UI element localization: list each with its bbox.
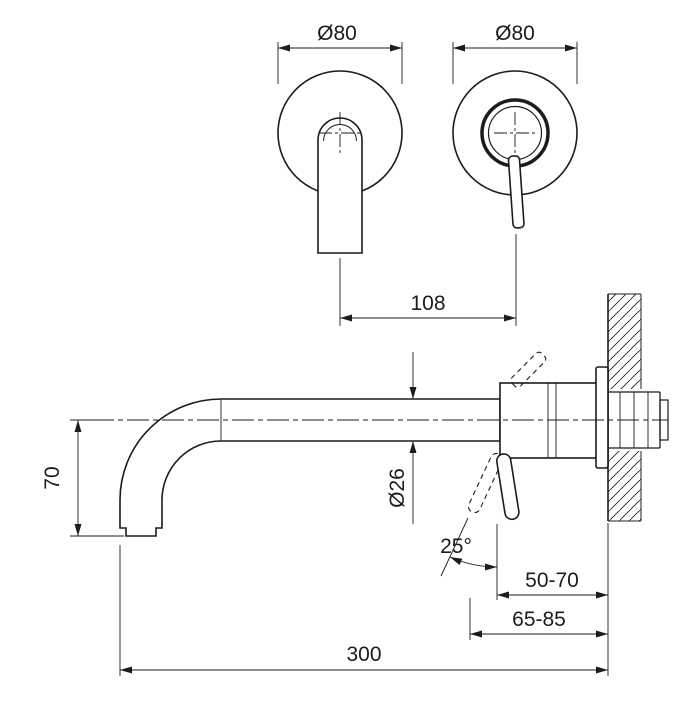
- dim-spout-reach-label: 300: [346, 643, 381, 666]
- dim-spout-diameter-label: Ø26: [386, 468, 409, 508]
- mixer-body: [499, 382, 599, 459]
- side-view: [92, 293, 669, 537]
- handle-phantom-raised: [510, 351, 547, 388]
- handle-phantom-forward: [467, 452, 504, 514]
- wall-hatch-lower: [608, 451, 641, 521]
- wall-hatch-upper: [608, 294, 641, 389]
- front-view-dimensions: [277, 42, 578, 326]
- front-view: [277, 70, 578, 254]
- dim-depth-body-label: 50-70: [525, 569, 579, 592]
- dim-center-distance-label: 108: [410, 292, 445, 315]
- dim-handle-angle-arc: [449, 556, 498, 571]
- side-view-dimensions: [70, 352, 609, 676]
- spout-side-outline: [119, 398, 501, 537]
- dim-spout-drop-label: 70: [41, 466, 64, 489]
- dim-right-plate-diameter-label: Ø80: [495, 22, 535, 45]
- handle-lever-front: [507, 155, 525, 229]
- dim-depth-handle-label: 65-85: [512, 608, 566, 631]
- dim-left-plate-diameter-label: Ø80: [317, 22, 357, 45]
- wall-trim-plate: [595, 366, 609, 469]
- left-center-mark: [319, 112, 361, 154]
- right-center-mark: [494, 112, 536, 154]
- dim-handle-angle-label: 25°: [440, 535, 472, 558]
- handle-lever-side: [495, 453, 520, 521]
- dim-angle-slant-line: [440, 517, 469, 577]
